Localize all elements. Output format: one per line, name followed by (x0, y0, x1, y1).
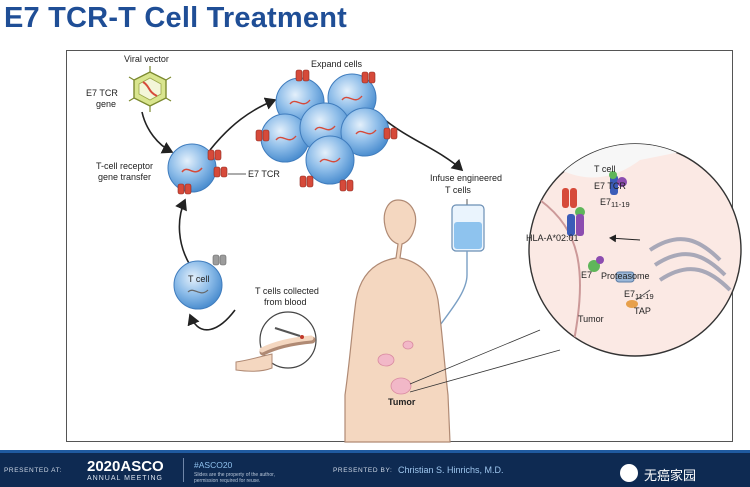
inset-proteasome-icon (588, 256, 635, 283)
inset-proteasome-label: Proteasome (601, 271, 650, 281)
slide-title: E7 TCR-T Cell Treatment (4, 2, 347, 34)
infuse-label-line2: T cells (445, 185, 471, 195)
viral-vector-label: Viral vector (124, 54, 169, 64)
mechanism-inset (528, 143, 742, 357)
reuse-note: Slides are the property of the author, p… (194, 472, 275, 484)
wechat-icon (620, 464, 638, 482)
inset-tcr-icon (562, 188, 585, 236)
gene-transfer-label-line2: gene transfer (98, 172, 151, 182)
presented-at-label: PRESENTED AT: (4, 467, 62, 474)
transduced-t-cell (167, 143, 228, 195)
inset-hla-icon (609, 171, 627, 195)
tcr-t-diagram: Viral vector E7 TCR gene T-cell receptor… (86, 54, 742, 443)
collected-label-line2: from blood (264, 297, 307, 307)
presented-by-label: PRESENTED BY: (333, 467, 393, 474)
e7-tcr-label: E7 TCR (248, 169, 280, 179)
viral-vector-icon (128, 66, 172, 112)
watermark: 无癌家园 (620, 463, 742, 484)
e7-tcr-receptor-icon (177, 149, 228, 195)
cycle-arrows (141, 97, 464, 331)
presenter-name: Christian S. Hinrichs, M.D. (398, 465, 504, 475)
expanded-cells-cluster (255, 69, 398, 192)
footer-rule (0, 450, 750, 453)
e7-tcr-gene-label-line2: gene (96, 99, 116, 109)
t-cell-left-label: T cell (188, 274, 209, 284)
collected-label-line1: T cells collected (255, 286, 319, 296)
blood-draw-inset (259, 311, 317, 369)
inset-hla-label: HLA-A*02:01 (526, 233, 579, 243)
inset-tap-icon (626, 289, 651, 308)
inset-e7-label: E7 (581, 270, 592, 280)
infuse-label-line1: Infuse engineered (430, 173, 502, 183)
patient-body (344, 199, 451, 443)
expand-cells-label: Expand cells (311, 59, 363, 69)
inset-e7-tcr-label: E7 TCR (594, 181, 626, 191)
tumor-spots (377, 340, 414, 395)
asco-logo-text: 2020ASCO (87, 458, 164, 475)
gene-transfer-label-line1: T-cell receptor (96, 161, 153, 171)
inset-tap-label: TAP (634, 306, 651, 316)
e7-tcr-gene-label-line1: E7 TCR (86, 88, 118, 98)
inset-tumor-label: Tumor (578, 314, 604, 324)
annual-meeting-label: ANNUAL MEETING (87, 475, 163, 482)
hashtag-label: #ASCO20 (194, 460, 233, 470)
inset-t-cell-label: T cell (594, 164, 615, 174)
t-cell-left (173, 254, 227, 310)
footer-divider (183, 458, 184, 482)
inset-e7-fragment-label: E711-19 (624, 289, 654, 301)
watermark-text: 无癌家园 (644, 469, 697, 484)
inset-e7-peptide-label: E711-19 (600, 197, 630, 209)
tumor-label: Tumor (388, 397, 416, 407)
